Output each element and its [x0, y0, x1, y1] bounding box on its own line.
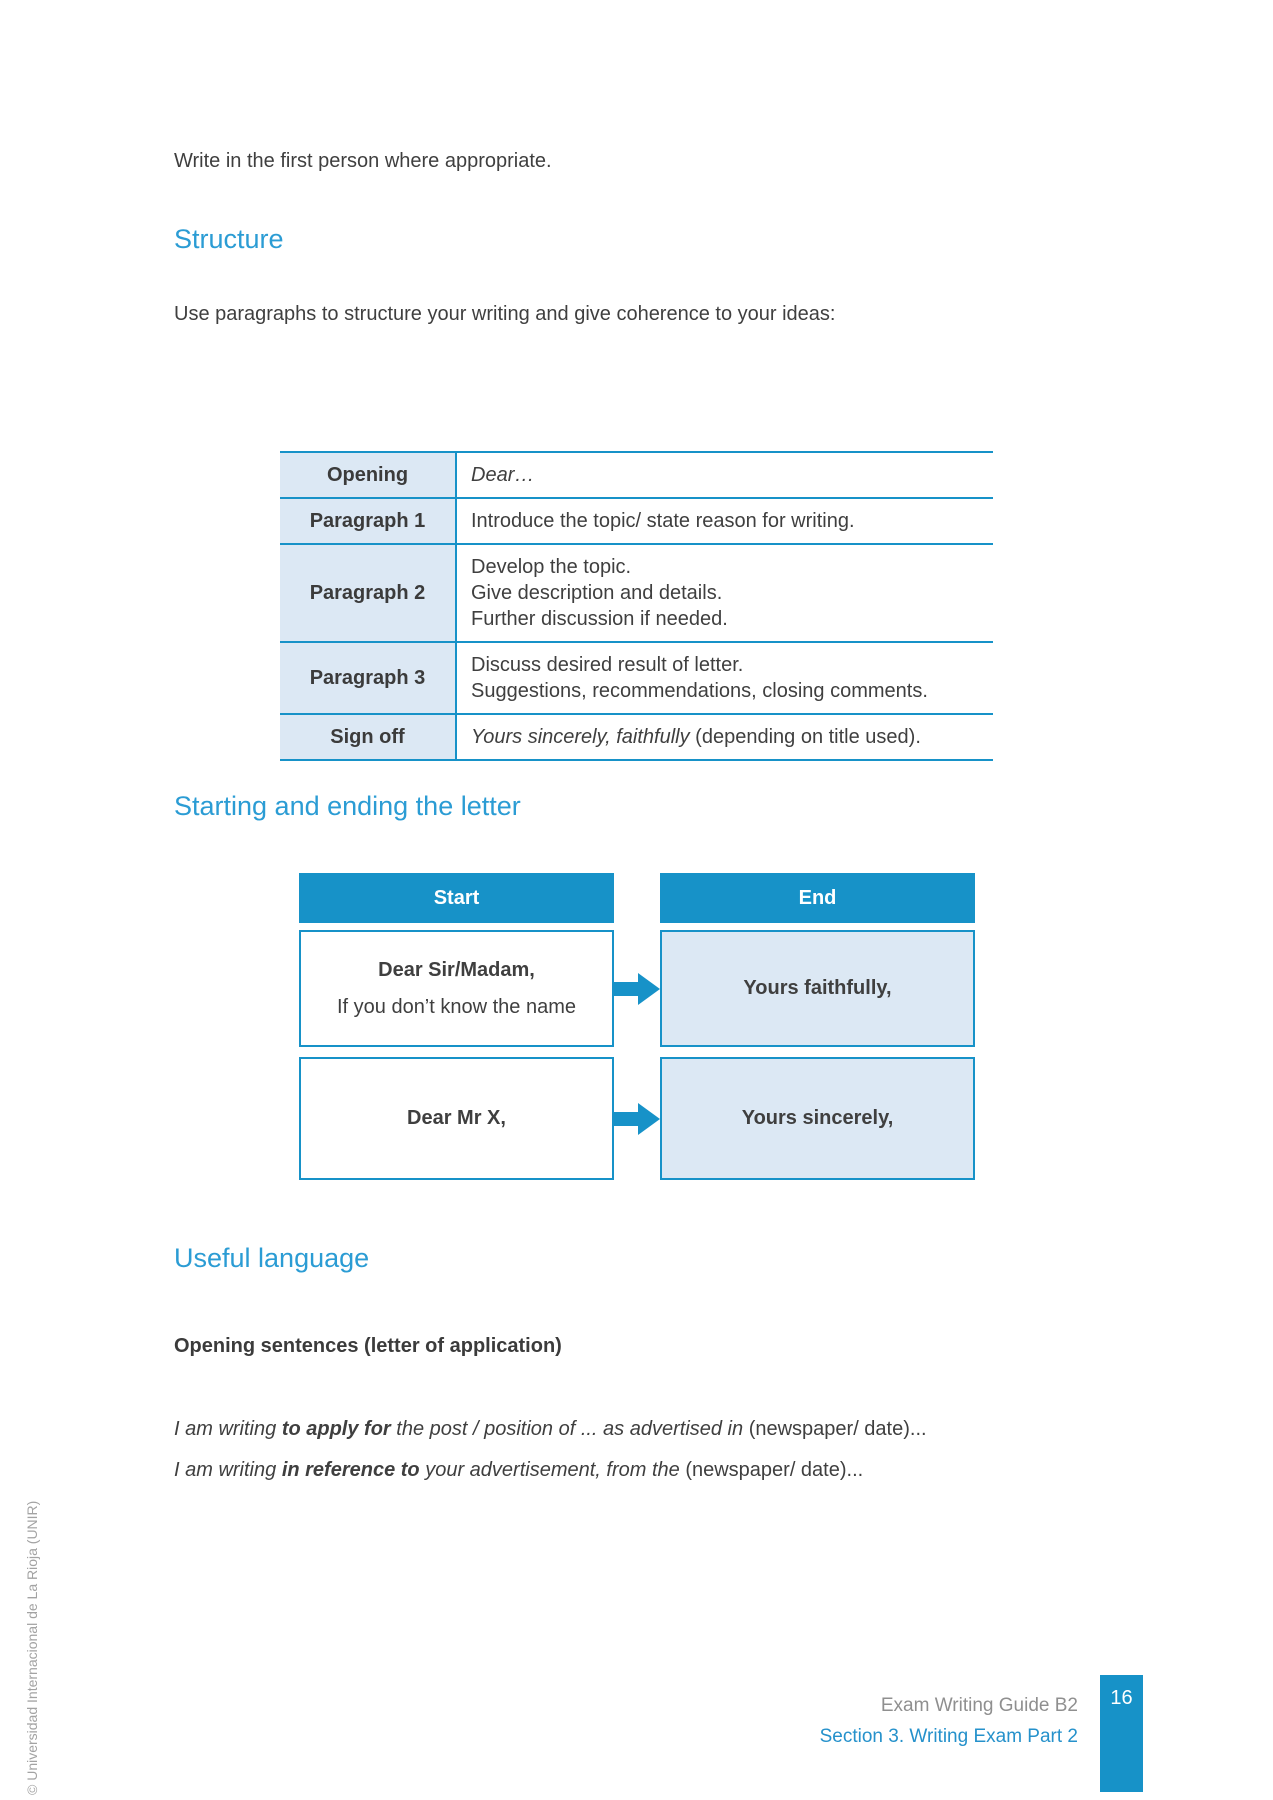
structure-lead: Use paragraphs to structure your writing…	[174, 303, 836, 325]
text-run: I am writing	[174, 1459, 282, 1481]
end-box: Yours faithfully,	[660, 930, 975, 1047]
structure-heading: Structure	[174, 224, 284, 254]
intro-text: Write in the first person where appropri…	[174, 150, 552, 172]
text-run: Yours sincerely, faithfully	[471, 726, 690, 748]
flow-box-line: Dear Sir/Madam,	[378, 958, 535, 981]
text-run: Give description and details.	[471, 582, 723, 604]
table-row-content: Dear…	[455, 451, 993, 499]
table-row: Sign off Yours sincerely, faithfully (dep…	[280, 713, 993, 761]
page-number: 16	[1110, 1687, 1133, 1709]
text-run: (newspaper/ date)...	[685, 1459, 864, 1481]
text-run: Dear…	[471, 464, 535, 486]
text-run: Develop the topic.	[471, 556, 632, 578]
arrow-right-icon	[614, 1099, 660, 1139]
table-row-label: Paragraph 3	[280, 641, 456, 715]
useful-language-heading: Useful language	[174, 1243, 370, 1273]
table-row-content: Discuss desired result of letter. Suggest…	[455, 641, 993, 715]
table-cell-line: Develop the topic.	[471, 554, 979, 580]
text-run: Further discussion if needed.	[471, 608, 728, 630]
table-row-label: Sign off	[280, 713, 456, 761]
text-run: I am writing	[174, 1418, 282, 1440]
start-box: Dear Sir/Madam, If you don’t know the nam…	[299, 930, 614, 1047]
sidebar-copyright: © Universidad Internacional de La Rioja …	[24, 1500, 40, 1795]
table-row-label: Paragraph 1	[280, 497, 456, 545]
text-run: to apply for	[281, 1418, 391, 1440]
table-cell-line: Discuss desired result of letter.	[471, 652, 979, 678]
table-row-content: Develop the topic. Give description and d…	[455, 543, 993, 643]
start-box: Dear Mr X,	[299, 1057, 614, 1180]
table-row: Paragraph 1 Introduce the topic/ state re…	[280, 497, 993, 545]
text-run: Suggestions, recommendations, closing co…	[471, 680, 928, 702]
text-run: your advertisement, from the	[419, 1459, 686, 1481]
footer-doc-title: Exam Writing Guide B2	[880, 1695, 1078, 1716]
end-column-header: End	[660, 873, 975, 923]
flow-box-line: If you don’t know the name	[336, 995, 577, 1018]
structure-table: Opening Dear… Paragraph 1 Introduce the top…	[280, 451, 993, 761]
text-run: the post / position of ... as advertised…	[390, 1418, 749, 1440]
useful-language-sentence: I am writing to apply for the post / pos…	[174, 1418, 927, 1441]
table-cell-line: Further discussion if needed.	[471, 606, 979, 632]
table-row: Opening Dear…	[280, 451, 993, 499]
table-row-label: Opening	[280, 451, 456, 499]
table-cell-line: Introduce the topic/ state reason for wr…	[471, 508, 979, 534]
footer-section-title: Section 3. Writing Exam Part 2	[819, 1726, 1078, 1747]
table-row: Paragraph 2 Develop the topic. Give descri…	[280, 543, 993, 643]
table-row-content: Introduce the topic/ state reason for wr…	[455, 497, 993, 545]
arrow-right-icon	[614, 969, 660, 1009]
page-number-badge: 16	[1100, 1675, 1143, 1792]
table-cell-line: Give description and details.	[471, 580, 979, 606]
useful-language-sentence: I am writing in reference to your advert…	[174, 1459, 863, 1482]
footer: Exam Writing Guide B2 Section 3. Writing…	[820, 1690, 1078, 1752]
end-box: Yours sincerely,	[660, 1057, 975, 1180]
flow-box-line: Dear Mr X,	[407, 1107, 506, 1129]
table-row-content: Yours sincerely, faithfully (depending o…	[455, 713, 993, 761]
table-cell-line: Suggestions, recommendations, closing co…	[471, 678, 979, 704]
opening-sentences-subheading: Opening sentences (letter of application…	[174, 1335, 562, 1357]
start-column-header: Start	[299, 873, 614, 923]
text-run: Discuss desired result of letter.	[471, 654, 744, 676]
table-row-label: Paragraph 2	[280, 543, 456, 643]
starting-ending-heading: Starting and ending the letter	[174, 791, 521, 821]
flow-box-line: Yours sincerely,	[741, 1107, 894, 1129]
text-run: Introduce the topic/ state reason for wr…	[471, 510, 855, 532]
text-run: (newspaper/ date)...	[748, 1418, 927, 1440]
text-run: (depending on title used).	[689, 726, 921, 748]
flow-box-line: Yours faithfully,	[743, 977, 892, 999]
table-cell-line: Yours sincerely, faithfully (depending o…	[471, 724, 979, 750]
text-run: in reference to	[281, 1459, 420, 1481]
table-cell-line: Dear…	[471, 462, 979, 488]
